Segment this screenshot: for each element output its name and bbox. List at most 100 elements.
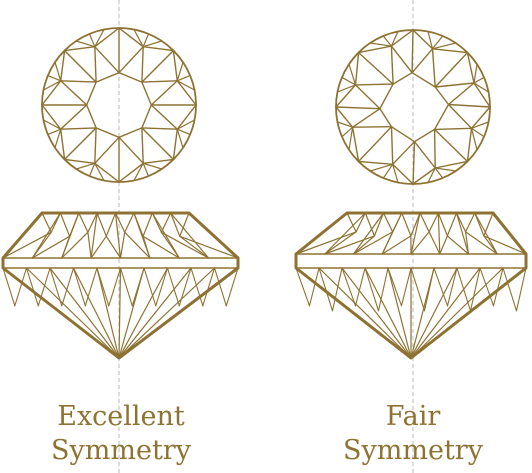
facet-line [434, 160, 469, 169]
lower-girdle-facet [387, 267, 403, 307]
facet-line [410, 212, 421, 255]
facet-line [437, 212, 448, 237]
facet-line [60, 104, 88, 130]
facet-line [412, 140, 416, 185]
facet-line [466, 51, 475, 84]
upper-girdle-facet [47, 128, 62, 135]
facet-line [354, 83, 394, 86]
upper-girdle-facet [431, 42, 457, 50]
facet-line [41, 104, 62, 130]
facet-line [59, 212, 71, 237]
facet-line [381, 235, 412, 255]
facet-line [483, 235, 527, 255]
upper-girdle-facet [336, 121, 354, 128]
facet-line [179, 235, 210, 259]
facet-line [434, 51, 469, 88]
facet-line [142, 212, 153, 237]
facet-line [357, 51, 394, 85]
upper-girdle-facet [176, 80, 196, 91]
upper-girdle-facet [431, 35, 443, 50]
facet-line [455, 212, 470, 255]
caption-fair-line2: Symmetry [343, 435, 483, 466]
upper-girdle-facet [383, 35, 392, 47]
facet-line [63, 49, 97, 83]
upper-girdle-facet [75, 162, 96, 170]
lower-girdle-facet [225, 267, 239, 307]
upper-girdle-facet [142, 40, 163, 48]
upper-girdle-facet [142, 33, 149, 48]
facet-line [346, 212, 357, 233]
upper-girdle-facet [176, 128, 190, 135]
facet-line [151, 212, 180, 259]
facet-line [141, 49, 175, 83]
lower-girdle-facet [14, 267, 28, 307]
upper-girdle-facet [75, 40, 96, 48]
lower-girdle-facet [96, 267, 110, 307]
pavilion-facet [118, 267, 169, 359]
pavilion-facet [318, 267, 412, 359]
pavilion-facet [387, 267, 412, 359]
facet-line [142, 46, 175, 52]
facet-line [434, 82, 475, 88]
facet-line [41, 212, 52, 233]
lower-girdle-facet [143, 267, 157, 307]
diamond-side-view-excellent [1, 211, 240, 360]
pavilion-facet [295, 267, 412, 359]
facet-line [352, 231, 394, 255]
facet-line [428, 212, 439, 233]
facet-line [141, 46, 144, 83]
facet-line [160, 212, 172, 233]
facet-line [133, 212, 151, 259]
upper-girdle-facet [94, 28, 105, 48]
pavilion-facet [410, 267, 481, 359]
facet-line [352, 212, 385, 255]
lower-girdle-facet [479, 267, 495, 307]
facet-line [78, 212, 89, 233]
facet-line [419, 212, 430, 233]
facet-line [364, 212, 375, 237]
upper-girdle-facet [142, 162, 149, 176]
upper-girdle-facet [342, 126, 354, 137]
lower-girdle-facet [446, 267, 458, 307]
facet-line [433, 127, 473, 131]
facet-line [351, 126, 360, 163]
facet-line [179, 235, 239, 259]
upper-girdle-facet [470, 127, 478, 151]
facet-line [392, 163, 414, 185]
pavilion-facet [410, 267, 504, 359]
facet-line [390, 45, 394, 85]
pavilion-facet [96, 267, 120, 359]
facet-line [60, 128, 66, 161]
upper-girdle-facet [390, 30, 399, 47]
facet-line [142, 158, 175, 165]
facet-line [176, 104, 197, 130]
upper-girdle-facet [427, 167, 436, 184]
facet-line [295, 231, 357, 255]
lower-girdle-facet [2, 267, 16, 307]
lower-girdle-facet [108, 267, 122, 307]
facet-line [324, 212, 366, 255]
lower-girdle-facet [178, 267, 192, 307]
caption-fair-line1: Fair [385, 401, 441, 432]
lower-girdle-facet [354, 267, 366, 307]
facet-line [150, 104, 179, 130]
facet-line [114, 212, 126, 233]
facet-line [94, 46, 120, 74]
facet-line [473, 82, 491, 108]
lower-girdle-facet [515, 267, 527, 312]
upper-girdle-facet [369, 42, 392, 47]
upper-girdle-facet [176, 61, 184, 82]
upper-girdle-facet [142, 162, 163, 170]
caption-excellent-line2: Symmetry [51, 435, 191, 466]
lower-girdle-facet [400, 267, 412, 307]
lower-girdle-facet [377, 267, 389, 312]
lower-girdle-facet [469, 267, 481, 312]
upper-girdle-facet [470, 121, 490, 129]
facet-line [355, 212, 366, 233]
facet-line [357, 45, 393, 54]
facet-line [295, 212, 348, 255]
lower-girdle-facet [341, 267, 357, 307]
facet-line [63, 158, 96, 165]
facet-line [172, 49, 179, 82]
facet-line [90, 235, 107, 259]
